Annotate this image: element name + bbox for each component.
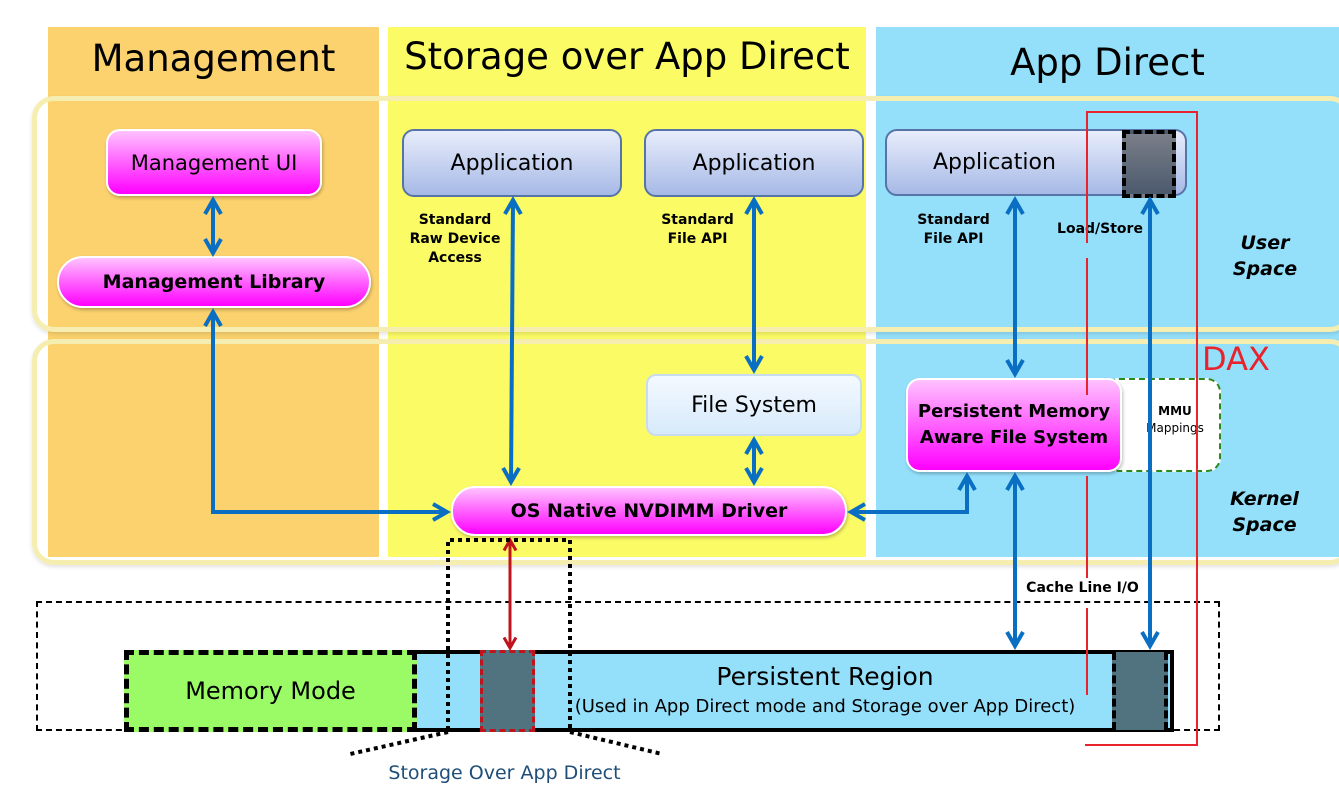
management-library-box[interactable]: Management Library [57, 256, 371, 308]
label-line: File API [923, 231, 984, 247]
user-space-label-line1: User [1240, 232, 1290, 254]
management-column-title: Management [91, 37, 336, 80]
label-line: Access [428, 250, 482, 266]
user-space-label-line2: Space [1232, 258, 1298, 280]
kernel-space-band [32, 339, 1339, 565]
label-line: Aware File System [919, 427, 1109, 448]
cache-line-io-label: Cache Line I/O [1026, 580, 1139, 596]
driver-pmemfs-arrow [846, 471, 977, 522]
management-ui-label: Management UI [130, 150, 298, 175]
file-system-box[interactable]: File System [646, 374, 862, 436]
persistent-region-subtitle: (Used in App Direct mode and Storage ove… [574, 696, 1076, 717]
kernel-space-label-line2: Space [1232, 514, 1297, 536]
management-ui-box[interactable]: Management UI [106, 129, 322, 196]
storage-column-title: Storage over App Direct [404, 35, 850, 78]
user-space-band [32, 96, 1339, 332]
application-label: Application [692, 150, 816, 176]
mmu-mappings-box [1105, 378, 1221, 472]
label-line: Mappings [1146, 421, 1204, 435]
label-line: Standard [418, 212, 492, 228]
label-line: Persistent Memory [917, 401, 1111, 422]
kernel-space-label: Kernel Space [1222, 486, 1307, 538]
application-label: Application [450, 150, 574, 176]
label-line: Standard [917, 212, 990, 228]
library-driver-arrow [203, 307, 452, 522]
application-box-file-api[interactable]: Application [644, 129, 864, 197]
raw-access-arrow [501, 195, 523, 487]
load-store-label: Load/Store [1057, 221, 1143, 237]
label-line: File API [667, 231, 728, 247]
label-line: Standard [661, 212, 734, 228]
kernel-space-label-line1: Kernel [1230, 488, 1299, 510]
app-direct-block [1112, 652, 1168, 730]
storage-block [480, 650, 535, 732]
raw-device-access-label: Standard Raw Device Access [400, 211, 510, 268]
application-box-raw[interactable]: Application [402, 129, 622, 197]
app-direct-file-api-label: Standard File API [906, 211, 1001, 249]
mmu-mappings-label: MMU Mappings [1135, 403, 1215, 437]
user-space-label: User Space [1225, 230, 1305, 282]
memory-mode-label: Memory Mode [185, 677, 356, 705]
label-line: Raw Device [409, 231, 501, 247]
storage-over-app-direct-column: Storage over App Direct [388, 27, 866, 557]
file-api-label: Standard File API [650, 211, 745, 249]
management-library-label: Management Library [102, 271, 326, 293]
file-system-label: File System [691, 392, 817, 418]
memory-mode-region: Memory Mode [124, 650, 417, 732]
nvdimm-driver-label: OS Native NVDIMM Driver [510, 500, 788, 522]
dax-path-frame [1085, 111, 1198, 746]
nvdimm-driver-box[interactable]: OS Native NVDIMM Driver [451, 486, 847, 536]
label-line: MMU [1158, 404, 1192, 418]
dax-label: DAX [1202, 340, 1270, 378]
persistent-region-title: Persistent Region [716, 662, 934, 691]
app-direct-column-title: App Direct [1010, 41, 1205, 84]
storage-callout-dotted [349, 538, 663, 756]
storage-over-app-direct-caption: Storage Over App Direct [388, 762, 621, 784]
application-label: Application [933, 150, 1056, 175]
